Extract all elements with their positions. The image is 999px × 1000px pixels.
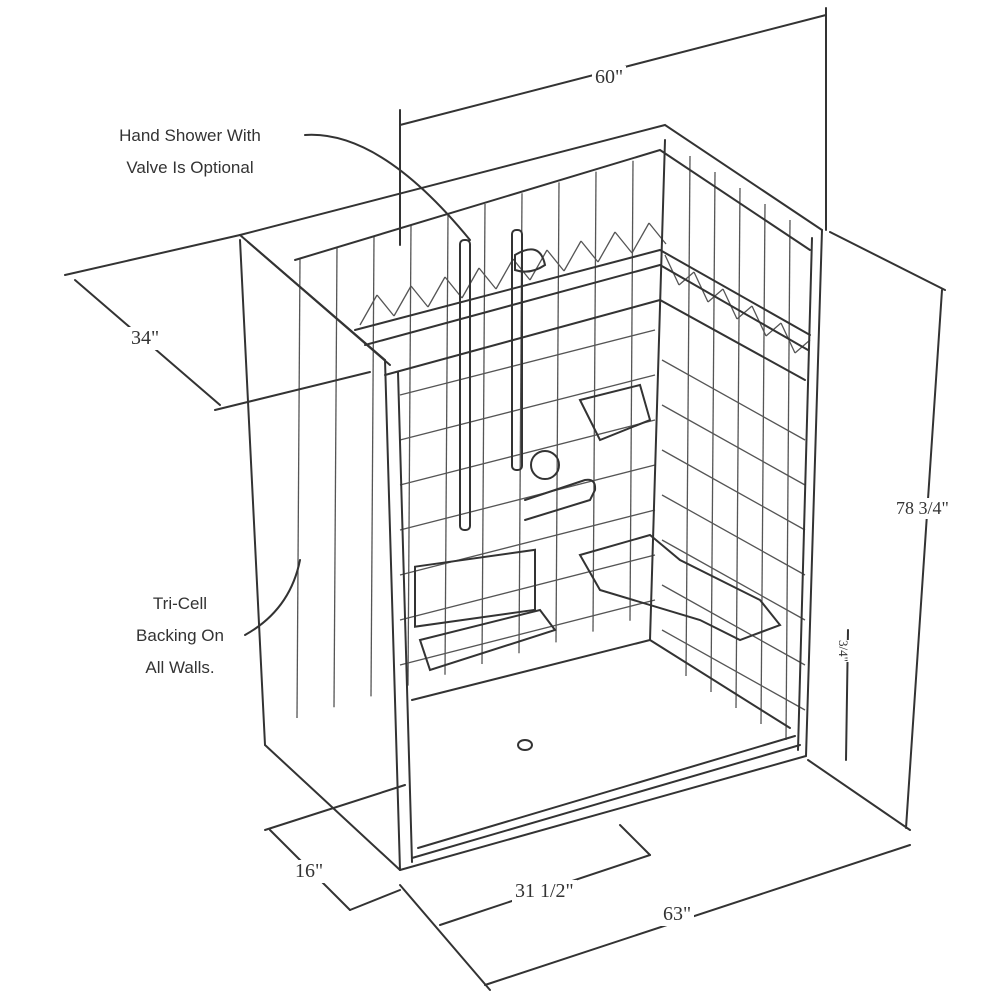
tile-line [481,203,486,665]
tri-cell-callout: Tri-Cell Backing On All Walls. [110,588,250,684]
tile-line [529,249,548,281]
dim-height: 78 3/4" [893,498,952,519]
tile-line [722,288,738,320]
tile-line [661,584,806,666]
tile-line [631,222,650,254]
tile-line [376,294,395,317]
tile-line [399,374,656,441]
tile-line [427,276,446,308]
tile-line [478,267,497,290]
tile-line [399,599,656,666]
callout-line: Hand Shower With [119,126,261,145]
tile-line [661,494,806,576]
tile-line [399,509,656,576]
tile-line [661,359,806,441]
tile-line [555,182,560,643]
tile-line [333,247,338,708]
tile-line [407,225,412,686]
tile-line [661,449,806,531]
shower-shell [239,123,823,871]
tile-line [707,288,724,303]
dim-curb-height: 3/4" [832,640,854,662]
tile-line [580,240,599,263]
dim-width-top: 60" [592,66,627,89]
dim-drain-width: 31 1/2" [512,880,577,903]
tile-line [664,254,680,286]
tile-line [370,236,375,697]
tile-line [410,285,429,308]
hand-shower-callout: Hand Shower With Valve Is Optional [90,120,290,184]
tile-line [399,329,656,396]
dim-depth: 34" [128,327,163,350]
tile-line [614,231,633,254]
tile-line [393,285,412,317]
tile-line [648,222,667,245]
tile-line [296,257,301,719]
callout-line: Backing On [136,626,224,645]
tile-line [399,554,656,621]
tile-line [629,160,634,621]
dim-width-bottom: 63" [660,903,695,926]
wall-tiles [296,155,811,741]
dim-drain-depth: 16" [292,860,327,883]
tile-line [563,240,582,272]
tile-line [685,155,691,677]
dimension-lines [64,7,946,991]
callout-line: Valve Is Optional [126,158,254,177]
tile-line [678,271,695,286]
tile-line [592,171,597,632]
callout-line: All Walls. [145,658,215,677]
tile-line [399,419,656,486]
tile-line [661,539,806,621]
tile-line [760,203,766,725]
tile-line [597,231,616,263]
tile-line [444,214,449,675]
drain [517,739,533,751]
tile-line [359,294,378,326]
tile-line [495,258,514,290]
tile-line [710,171,716,693]
tile-line [661,629,806,711]
tile-line [546,249,565,272]
callout-line: Tri-Cell [152,594,208,613]
tile-line [785,219,791,741]
tile-line [693,271,709,303]
tile-line [399,464,656,531]
tile-line [661,404,806,486]
